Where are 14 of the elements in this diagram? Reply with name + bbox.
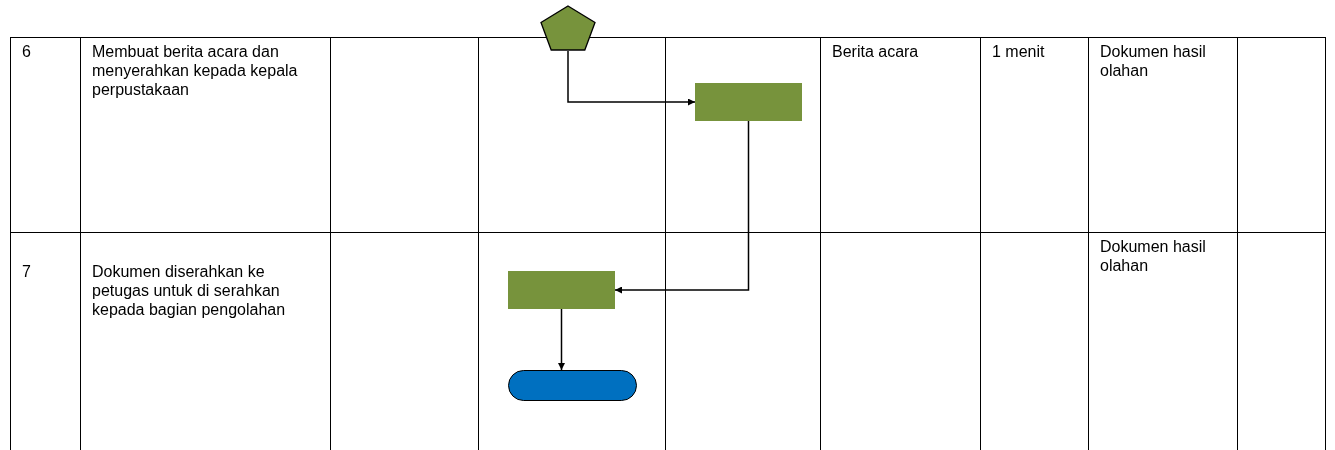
process-box [508, 271, 615, 309]
time-text: 1 menit [992, 42, 1045, 61]
output-text: Berita acara [832, 42, 919, 61]
arrow [567, 50, 696, 106]
arrow [558, 308, 565, 371]
output-text: Dokumen hasil olahan [1100, 237, 1207, 275]
process-box [695, 83, 802, 121]
step-number: 6 [22, 42, 31, 61]
off-page-connector [540, 5, 596, 51]
step-description: Dokumen diserahkan ke petugas untuk di serahkan kepada bagian pengolahan [92, 262, 287, 319]
arrow [614, 120, 750, 294]
output-text: Dokumen hasil olahan [1100, 42, 1207, 80]
step-description: Membuat berita acara dan menyerahkan kepada kepala perpustakaan [92, 42, 299, 99]
step-number: 7 [22, 262, 31, 281]
